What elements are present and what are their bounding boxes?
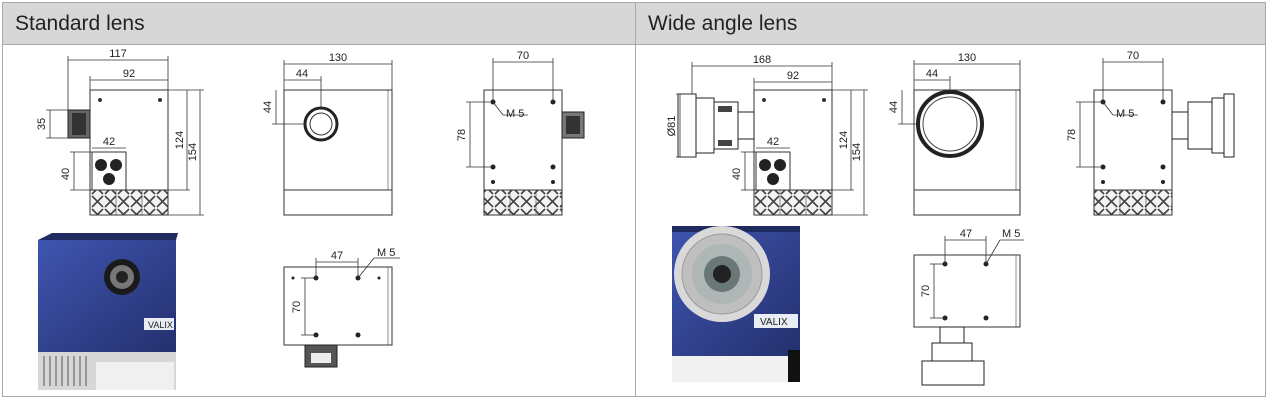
std-front-dim-y: 44	[262, 101, 274, 113]
header-wide-title: Wide angle lens	[648, 12, 798, 35]
std-bottom-dim-h: 70	[291, 301, 303, 313]
std-front-dim-x: 44	[296, 68, 308, 80]
std-back-dim-w: 70	[517, 50, 529, 62]
wide-side-dim-lens: Ø81	[666, 116, 678, 137]
wide-front-dim-w: 130	[958, 52, 976, 64]
std-side-dim-body: 92	[123, 68, 135, 80]
std-back-view: 70 78 M 5	[456, 50, 585, 216]
wide-side-dim-h2: 154	[851, 143, 863, 161]
std-side-dim-conn: 42	[103, 136, 115, 148]
wide-side-dim-conn-h: 40	[731, 168, 743, 180]
std-side-view: 117 92 35 42 40 124 154	[36, 48, 204, 216]
wide-front-view: 130 44 44	[888, 52, 1021, 216]
wide-front-dim-x: 44	[926, 68, 938, 80]
std-side-dim-lens: 35	[36, 118, 48, 130]
std-bottom-view: 47 M 5 70	[283, 247, 400, 368]
wide-side-dim-conn: 42	[767, 136, 779, 148]
header-standard: Standard lens	[3, 3, 635, 45]
wide-bottom-thread: M 5	[1002, 228, 1020, 240]
std-side-dim-conn-h: 40	[60, 168, 72, 180]
wide-side-dim-body: 92	[787, 70, 799, 82]
std-camera-photo: VALIX	[38, 233, 178, 390]
wide-bottom-dim-x: 47	[960, 228, 972, 240]
std-side-dim-h1: 124	[174, 131, 186, 149]
std-back-thread: M 5	[506, 108, 524, 120]
wide-back-dim-w: 70	[1127, 50, 1139, 62]
wide-front-dim-y: 44	[888, 101, 900, 113]
column-divider	[635, 3, 636, 396]
std-front-dim-w: 130	[329, 52, 347, 64]
wide-bottom-view: 47 M 5 70	[913, 228, 1024, 386]
std-front-view: 130 44 44	[262, 52, 393, 216]
std-side-dim-h2: 154	[187, 143, 199, 161]
header-wide: Wide angle lens	[636, 3, 1265, 45]
std-back-dim-h: 78	[456, 129, 468, 141]
wide-side-view: 168 92 Ø81 42 40 124 154	[666, 54, 868, 216]
std-bottom-dim-x: 47	[331, 250, 343, 262]
wide-camera-photo: VALIX	[672, 226, 800, 382]
wide-back-thread: M 5	[1116, 108, 1134, 120]
wide-back-dim-h: 78	[1066, 129, 1078, 141]
std-side-dim-total: 117	[109, 48, 127, 60]
wide-bottom-dim-h: 70	[920, 285, 932, 297]
wide-back-view: 70 78 M 5	[1066, 50, 1235, 216]
std-photo-logo: VALIX	[148, 320, 173, 330]
wide-side-dim-total: 168	[753, 54, 771, 66]
wide-photo-logo: VALIX	[760, 317, 788, 328]
header-standard-title: Standard lens	[15, 12, 145, 35]
std-bottom-thread: M 5	[377, 247, 395, 259]
wide-side-dim-h1: 124	[838, 131, 850, 149]
